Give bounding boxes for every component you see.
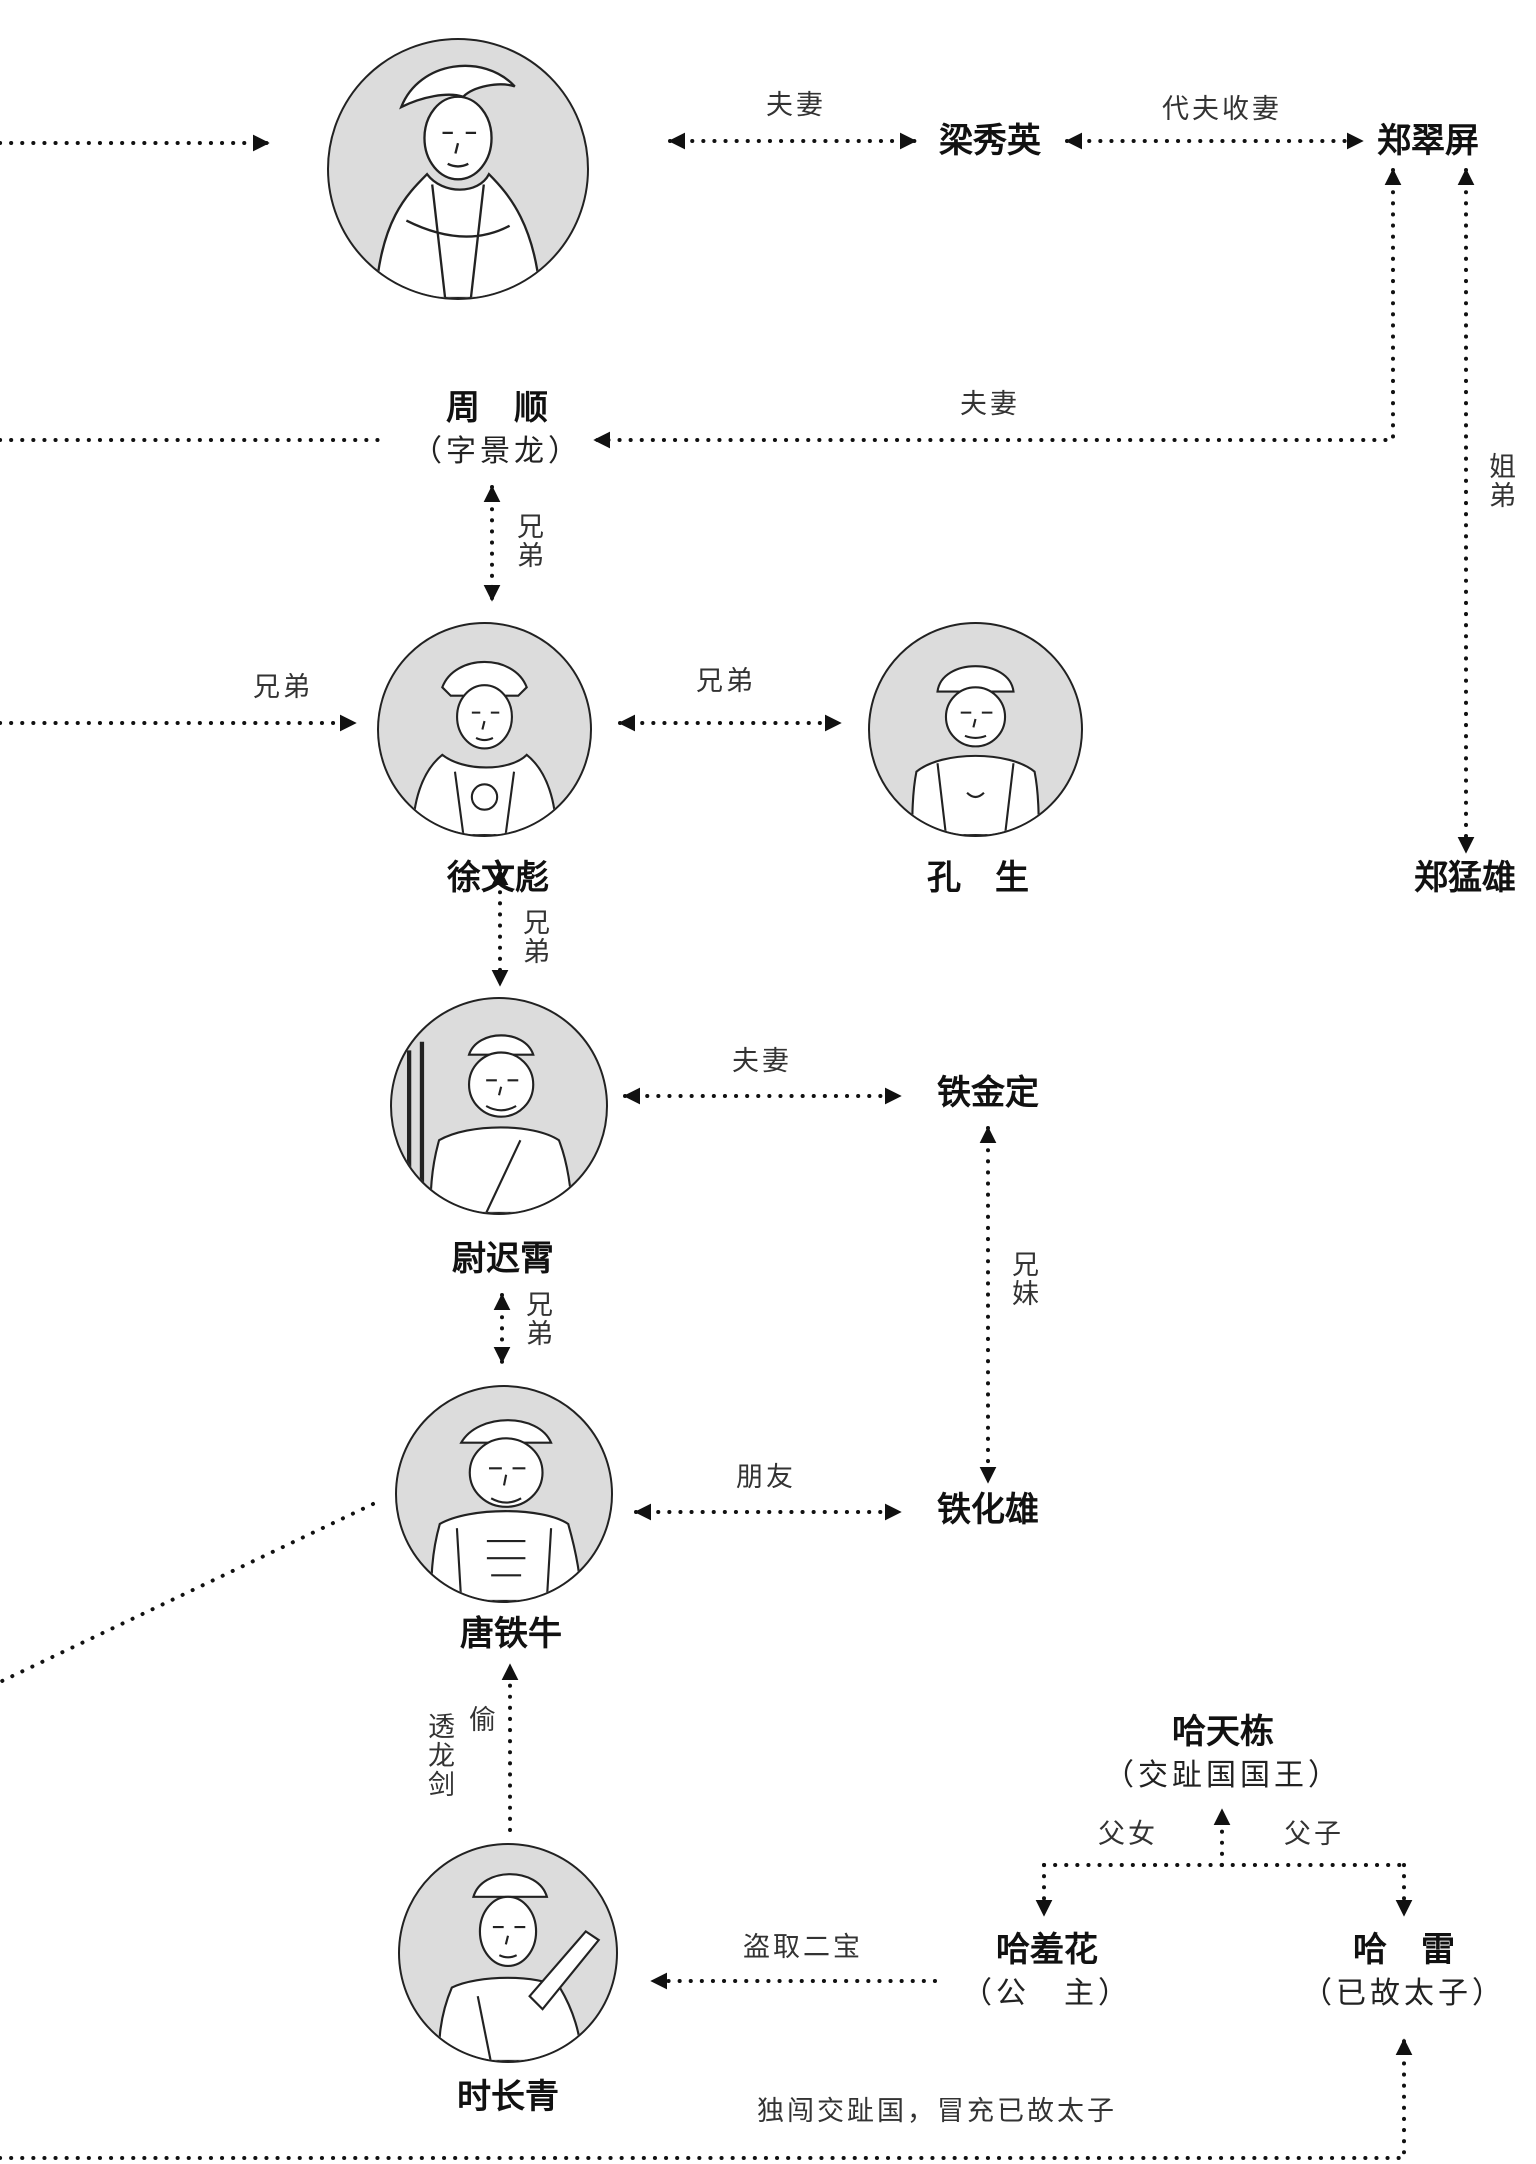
line-zheng-zhou bbox=[593, 168, 1402, 449]
rel-yu-tie: 夫妻 bbox=[732, 1046, 792, 1077]
portrait-zhou-shun bbox=[327, 38, 589, 300]
name-zhou-shun: 周 顺 bbox=[446, 388, 548, 428]
portrait-yu-chixiao bbox=[390, 997, 608, 1215]
rel-ha-xiuhua: 父女 bbox=[1098, 1819, 1158, 1850]
name-ha-tiandong: 哈天栋 bbox=[1172, 1712, 1274, 1752]
portrait-shi-changqing bbox=[398, 1843, 618, 2063]
name-tie-jinding: 铁金定 bbox=[937, 1073, 1039, 1113]
rel-xu-yu: 兄弟 bbox=[518, 908, 549, 966]
name-tie-huaxiong: 铁化雄 bbox=[937, 1490, 1039, 1530]
name-kong-sheng: 孔 生 bbox=[927, 858, 1029, 898]
rel-zhou-liang: 夫妻 bbox=[766, 90, 826, 121]
name-zheng-cuiping: 郑翠屏 bbox=[1377, 121, 1479, 161]
name-ha-xiuhua: 哈羞花 bbox=[996, 1930, 1098, 1970]
name-tang-tieniu: 唐铁牛 bbox=[460, 1614, 562, 1654]
rel-xu-kong: 兄弟 bbox=[696, 666, 756, 697]
rel-zheng-meng: 姐弟 bbox=[1484, 452, 1515, 510]
sub-ha-lei: （已故太子） bbox=[1302, 1976, 1506, 2011]
figure-shi-changqing-icon bbox=[437, 1873, 601, 2061]
name-zheng-mengxiong: 郑猛雄 bbox=[1414, 858, 1516, 898]
rel-tang-tiehua: 朋友 bbox=[736, 1462, 796, 1493]
portrait-kong-sheng bbox=[868, 622, 1083, 837]
figure-tang-tieniu-icon bbox=[430, 1419, 583, 1601]
figure-zhou-shun-icon bbox=[374, 64, 542, 298]
sub-ha-tiandong: （交趾国国王） bbox=[1104, 1758, 1342, 1793]
name-yu-chixiao: 尉迟霄 bbox=[452, 1239, 554, 1279]
rel-shi-tang-b: 透龙剑 bbox=[423, 1712, 454, 1799]
figure-xu-wenbiao-icon bbox=[411, 660, 558, 835]
rel-shi-lei: 独闯交趾国，冒充已故太子 bbox=[757, 2096, 1117, 2127]
rel-xiuhua-shi: 盗取二宝 bbox=[743, 1932, 863, 1963]
rel-yu-tang: 兄弟 bbox=[521, 1290, 552, 1348]
rel-ha-lei: 父子 bbox=[1284, 1819, 1344, 1850]
line-shi-lei bbox=[0, 2038, 1413, 2160]
rel-zheng-zhou: 夫妻 bbox=[960, 389, 1020, 420]
line-tang-diagonal bbox=[0, 1502, 375, 1684]
name-liang-xiuying: 梁秀英 bbox=[939, 121, 1041, 161]
portrait-tang-tieniu bbox=[395, 1385, 613, 1603]
figure-yu-chixiao-icon bbox=[406, 1034, 573, 1213]
name-shi-changqing: 时长青 bbox=[457, 2077, 559, 2117]
name-xu-wenbiao: 徐文彪 bbox=[447, 858, 549, 898]
rel-shi-tang-a: 偷 bbox=[464, 1705, 495, 1734]
sub-zhou-shun: （字景龙） bbox=[412, 434, 582, 469]
figure-kong-sheng-icon bbox=[911, 665, 1040, 835]
rel-left-xu: 兄弟 bbox=[253, 672, 313, 703]
rel-liang-zheng: 代夫收妻 bbox=[1162, 94, 1282, 125]
name-ha-lei: 哈 雷 bbox=[1353, 1930, 1455, 1970]
rel-tie-tiehua: 兄妹 bbox=[1007, 1250, 1038, 1308]
portrait-xu-wenbiao bbox=[377, 622, 592, 837]
sub-ha-xiuhua: （公 主） bbox=[962, 1976, 1132, 2011]
rel-zhou-xu: 兄弟 bbox=[512, 512, 543, 570]
